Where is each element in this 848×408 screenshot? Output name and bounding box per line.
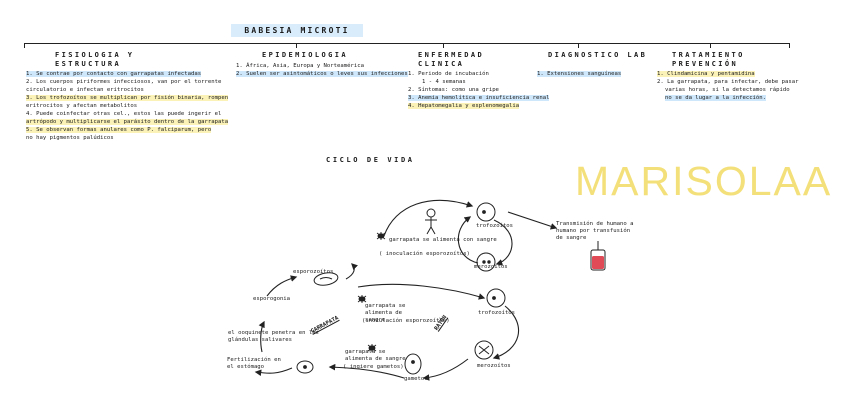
label-inoculacion-raton: (inoculación esporozoítos): [362, 318, 450, 324]
arrow-gametos-garrapata: [328, 363, 405, 379]
label-ingiere: ( ingiere gametos): [343, 364, 404, 370]
list-item: circulatorio e infectan eritrocitos: [26, 87, 144, 93]
label-inoculacion: ( inoculación esporozoítos): [379, 251, 470, 257]
trofozoito-cell-mid: [486, 288, 506, 308]
column-list-enfermedad: 1. Periodo de incubación 1 - 4 semanas 2…: [408, 70, 550, 110]
column-list-fisiologia: 1. Se contrae por contacto con garrapata…: [26, 70, 229, 142]
list-item: 1. Se contrae por contacto con garrapata…: [26, 71, 202, 77]
label-fertilizacion: Fertilización en el estómago: [227, 357, 281, 370]
column-heading-tratamiento: TRATAMIENTO PREVENCIÓN: [672, 51, 745, 68]
tick-icon: [357, 295, 367, 303]
column-heading-diagnostico: DIAGNOSTICO LAB: [548, 51, 648, 59]
arrow-ooquinete: [258, 320, 265, 353]
label-esporogonia: esporogonia: [253, 296, 291, 302]
tick-icon: [367, 344, 377, 352]
divider-tick: [578, 43, 579, 48]
arrow-fertilizacion: [254, 367, 293, 377]
arrow-esporogonia: [266, 275, 298, 297]
arrow-merozoito-trofozoito-top: [457, 216, 479, 264]
divider-tick: [24, 43, 25, 48]
merozoito-cell-mid: [474, 340, 494, 360]
arrow-trofozoito-merozoito-top: [493, 219, 513, 266]
arrow-transfusion: [507, 211, 558, 230]
tick-icon: [376, 232, 386, 240]
label-garrapata-raton: garrapata se alimenta de sangre: [365, 303, 406, 323]
label-garrapata-gametos: garrapata se alimenta de sangre: [345, 349, 406, 362]
label-esporozoitos: esporozoítos: [293, 269, 334, 275]
label-gametos: gametos: [404, 376, 428, 382]
zygote-cell: [296, 360, 314, 374]
merozoito-cell-top: [476, 252, 496, 272]
divider-tick: [789, 43, 790, 48]
label-trofozoitos-top: trofozoítos: [476, 223, 514, 229]
list-item: artrópodo y multiplicarse el parásito de…: [26, 119, 229, 125]
list-item: no se da lugar a la infección.: [665, 95, 767, 101]
list-item: 1. Periodo de incubación: [408, 71, 489, 77]
list-item: 1. África, Asia, Europa y Norteamérica: [236, 63, 364, 69]
list-item: 3. Los trofozoítos se multiplican por fi…: [26, 95, 229, 101]
header-divider: [24, 43, 790, 44]
page-title: BABESIA MICROTI: [231, 24, 363, 37]
label-merozoitos-mid: merozoítos: [477, 363, 511, 369]
column-heading-fisiologia: FISIOLOGIA Y ESTRUCTURA: [55, 51, 135, 68]
arrow-trofozoito-merozoito-mid: [492, 305, 520, 360]
arrow-merozoito-gametos: [422, 358, 469, 381]
arrow-mouse-infection: [357, 283, 486, 300]
trofozoito-cell-top: [476, 202, 496, 222]
list-item: 1 - 4 semanas: [422, 79, 466, 85]
cycle-heading: CICLO DE VIDA: [326, 156, 415, 164]
list-item: 2. Síntomas: como una gripe: [408, 87, 499, 93]
blood-bag-icon: [590, 241, 606, 271]
list-item: 3. Anemia hemolítica e insuficiencia ren…: [408, 95, 550, 101]
divider-tick: [296, 43, 297, 48]
sporozoite-shape: [313, 272, 339, 286]
watermark: MARISOLAA: [575, 158, 833, 204]
arrow-esporozoitos: [345, 263, 359, 280]
list-item: no hay pigmentos palúdicos: [26, 135, 114, 141]
column-list-diagnostico: 1. Extensiones sanguíneas: [537, 70, 622, 78]
list-item: 4. Puede coinfectar otras cel., estos la…: [26, 111, 222, 117]
label-merozoitos-top: merozoítos: [474, 264, 508, 270]
column-heading-epidemiologia: EPIDEMIOLOGIA: [262, 51, 348, 59]
divider-tick: [443, 43, 444, 48]
divider-tick: [710, 43, 711, 48]
list-item: varias horas, si la detectamos rápido: [665, 87, 790, 93]
list-item: 2. Los cuerpos piriformes infecciosos, v…: [26, 79, 222, 85]
label-ooquinete: el ooquinete penetra en las glándulas sa…: [228, 330, 319, 343]
label-trofozoitos-mid: trofozoítos: [478, 310, 516, 316]
list-item: 4. Hepatomegalia y esplenomegalia: [408, 103, 520, 109]
list-item: 2. Suelen ser asintomáticos o leves sus …: [236, 71, 408, 77]
column-list-tratamiento: 1. Clindamicina y pentamidina 2. La garr…: [657, 70, 798, 102]
column-heading-enfermedad: ENFERMEDAD CLINICA: [418, 51, 485, 68]
list-item: 2. La garrapata, para infectar, debe pas…: [657, 79, 799, 85]
list-item: 5. Se observan formas anulares como P. f…: [26, 127, 212, 133]
arrow-human-infection: [383, 199, 474, 237]
label-garrapata-humano: garrapata se alimenta con sangre: [389, 237, 497, 243]
gametos-cell: [404, 353, 422, 375]
list-item: 1. Clindamicina y pentamidina: [657, 71, 755, 77]
label-transmision: Transmisión de humano a humano por trans…: [556, 221, 634, 241]
list-item: eritrocitos y afectan metabolitos: [26, 103, 138, 109]
column-list-epidemiologia: 1. África, Asia, Europa y Norteamérica 2…: [236, 62, 408, 78]
list-item: 1. Extensiones sanguíneas: [537, 71, 622, 77]
human-figure-icon: [425, 208, 437, 235]
